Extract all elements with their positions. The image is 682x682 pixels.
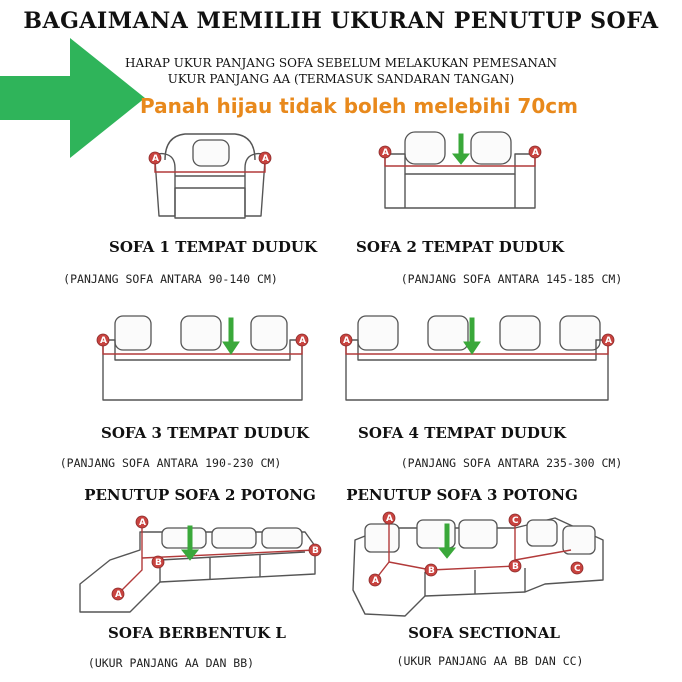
measure-note-line1: HARAP UKUR PANJANG SOFA SEBELUM MELAKUKA… xyxy=(125,56,557,70)
green-arrow-warning: Panah hijau tidak boleh melebihi 70cm xyxy=(140,94,578,118)
measure-marker-label: B xyxy=(155,558,162,568)
sectional-sofa-illustration: A A B B C C xyxy=(352,511,604,617)
l-shaped-sofa-label: SOFA BERBENTUK L xyxy=(108,624,286,642)
sectional-sofa-label: SOFA SECTIONAL xyxy=(408,624,560,642)
measure-note-line2: UKUR PANJANG AA (TERMASUK SANDARAN TANGA… xyxy=(167,72,515,86)
marker-a-left: A xyxy=(152,154,159,164)
two-piece-cover-heading: PENUTUP SOFA 2 POTONG xyxy=(84,486,316,504)
l-shaped-sofa-range: (UKUR PANJANG AA DAN BB) xyxy=(87,656,255,670)
measure-marker-label: C xyxy=(574,564,581,574)
measure-marker-label: A xyxy=(382,148,389,158)
sofa-4-seat-illustration: A A xyxy=(340,315,615,401)
measure-marker-label: A xyxy=(372,576,379,586)
sofa-1-range: (PANJANG SOFA ANTARA 90-140 CM) xyxy=(63,272,278,286)
measure-marker-label: C xyxy=(512,516,519,526)
measure-marker-label: A xyxy=(605,336,612,346)
measure-marker-label: A xyxy=(532,148,539,158)
sofa-2-label: SOFA 2 TEMPAT DUDUK xyxy=(356,238,564,256)
measure-marker-label: B xyxy=(312,546,319,556)
page-title: BAGAIMANA MEMILIH UKURAN PENUTUP SOFA xyxy=(23,8,659,34)
sectional-sofa-range: (UKUR PANJANG AA BB DAN CC) xyxy=(396,654,584,668)
measure-marker-label: A xyxy=(299,336,306,346)
sofa-2-seat-illustration: A A xyxy=(378,131,542,209)
l-shaped-sofa-illustration: A A B B xyxy=(79,515,322,613)
measure-marker-label: A xyxy=(115,590,122,600)
measure-marker-label: A xyxy=(139,518,146,528)
sofa-4-label: SOFA 4 TEMPAT DUDUK xyxy=(358,424,566,442)
measure-marker-label: A xyxy=(100,336,107,346)
sofa-4-range: (PANJANG SOFA ANTARA 235-300 CM) xyxy=(400,456,623,470)
sofa-1-label: SOFA 1 TEMPAT DUDUK xyxy=(109,238,317,256)
marker-a-right: A xyxy=(262,154,269,164)
sofa-3-seat-illustration: A A xyxy=(96,315,309,401)
measure-marker-label: B xyxy=(512,562,519,572)
measure-marker-label: B xyxy=(428,566,435,576)
measure-marker-label: A xyxy=(343,336,350,346)
big-green-arrow-icon xyxy=(0,38,145,158)
sofa-3-range: (PANJANG SOFA ANTARA 190-230 CM) xyxy=(59,456,282,470)
sofa-1-seat-illustration: A A xyxy=(148,133,272,219)
sofa-2-range: (PANJANG SOFA ANTARA 145-185 CM) xyxy=(400,272,623,286)
three-piece-cover-heading: PENUTUP SOFA 3 POTONG xyxy=(346,486,578,504)
measure-marker-label: A xyxy=(386,514,393,524)
sofa-3-label: SOFA 3 TEMPAT DUDUK xyxy=(101,424,309,442)
